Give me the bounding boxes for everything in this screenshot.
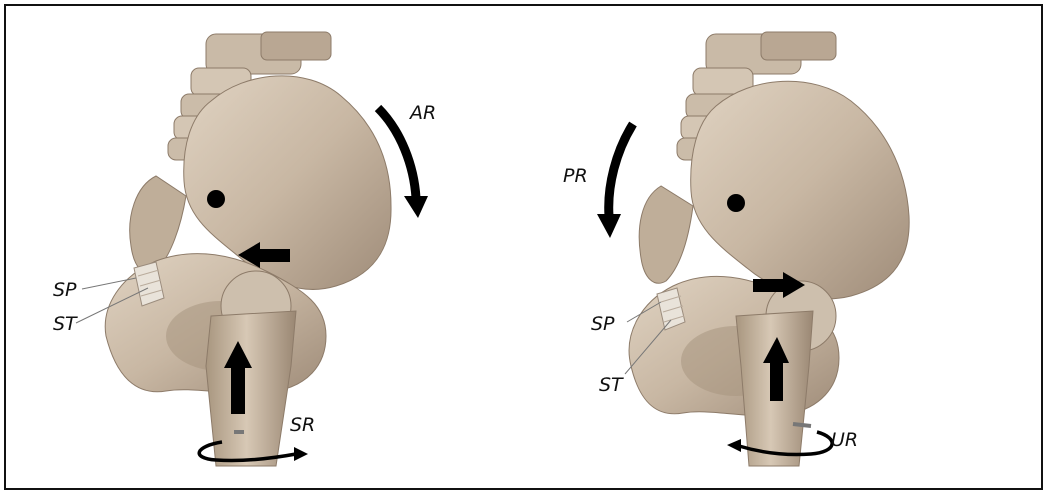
sp-label: SP — [53, 279, 77, 301]
st-label: ST — [599, 374, 624, 396]
right-panel: PR UR SP ST — [521, 6, 1041, 488]
rotation-axis-dot — [727, 194, 745, 212]
ilium — [691, 81, 909, 299]
ur-label: UR — [831, 429, 858, 451]
sacrum — [639, 186, 693, 283]
pr-label: PR — [563, 165, 588, 187]
left-anatomy-illustration: AR SR SP ST — [6, 6, 526, 488]
figure-frame: AR SR SP ST — [4, 4, 1043, 490]
rotation-axis-dot — [207, 190, 225, 208]
pr-rotation-arrow — [597, 124, 633, 238]
right-anatomy-illustration: PR UR SP ST — [521, 6, 1041, 488]
sp-label: SP — [591, 313, 615, 335]
left-panel: AR SR SP ST — [6, 6, 526, 488]
st-label: ST — [53, 313, 78, 335]
sr-label: SR — [290, 414, 315, 436]
ar-label: AR — [408, 102, 436, 124]
